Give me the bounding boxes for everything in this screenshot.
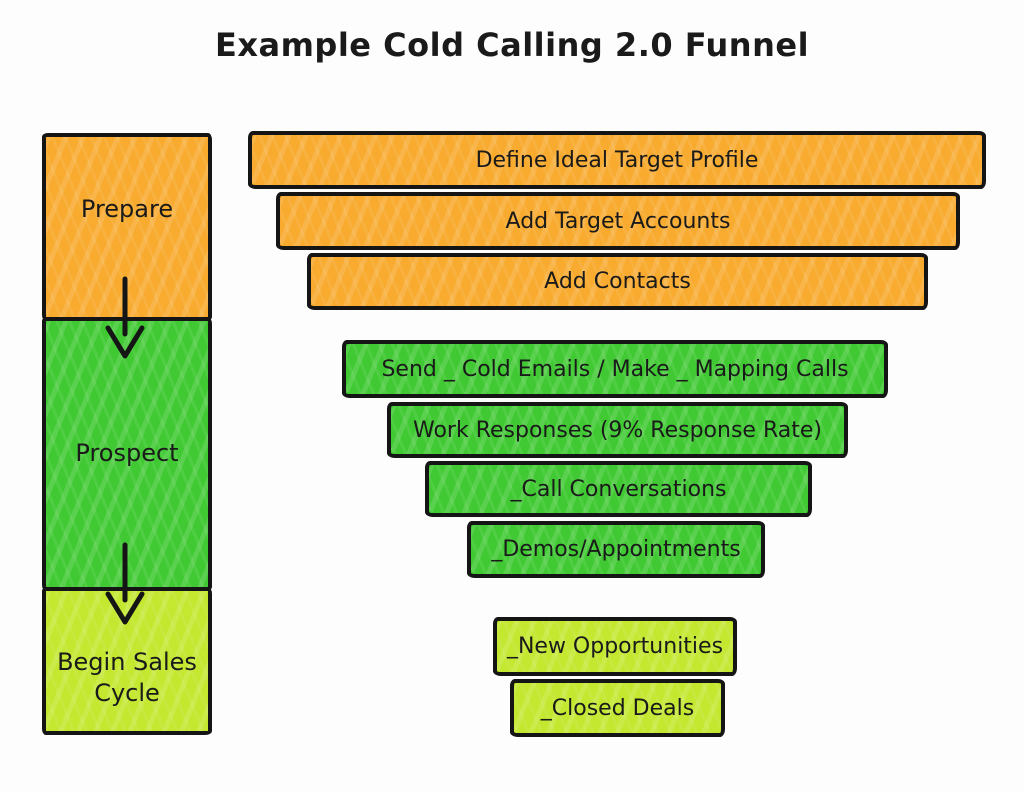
down-arrow-icon (103, 542, 147, 628)
funnel-bar-closed-deals: _Closed Deals (510, 679, 725, 737)
stage-prospect-label: Prospect (75, 439, 179, 468)
funnel-bar-label: Add Target Accounts (505, 208, 731, 234)
funnel-bar-label: Define Ideal Target Profile (475, 147, 759, 173)
down-arrow-icon (103, 276, 147, 362)
stage-begin-sales-cycle-label: Begin Sales Cycle (57, 647, 197, 707)
stage-prepare-label: Prepare (80, 195, 174, 224)
funnel-bar-work-responses: Work Responses (9% Response Rate) (387, 402, 848, 458)
funnel-bar-label: Send _ Cold Emails / Make _ Mapping Call… (381, 356, 849, 382)
funnel-bar-label: _Call Conversations (510, 476, 727, 502)
funnel-bar-add-target-accounts: Add Target Accounts (276, 192, 960, 250)
page-title: Example Cold Calling 2.0 Funnel (214, 26, 810, 64)
funnel-bar-label: Add Contacts (544, 269, 691, 294)
funnel-bar-label: Work Responses (9% Response Rate) (413, 417, 822, 443)
stage-column: Prepare Prospect Begin Sales Cycle (42, 133, 212, 735)
funnel-bar-add-contacts: Add Contacts (307, 253, 928, 310)
funnel-bar-label: _Closed Deals (540, 695, 695, 721)
funnel-bar-define-ideal-target-profile: Define Ideal Target Profile (248, 131, 986, 189)
funnel-bar-send-cold-emails-mapping-calls: Send _ Cold Emails / Make _ Mapping Call… (342, 340, 888, 398)
funnel-bar-label: _Demos/Appointments (491, 537, 741, 562)
funnel-bar-label: _New Opportunities (506, 634, 724, 659)
funnel-bar-demos-appointments: _Demos/Appointments (467, 521, 765, 578)
funnel-bar-call-conversations: _Call Conversations (425, 461, 812, 517)
funnel-bar-new-opportunities: _New Opportunities (493, 617, 737, 676)
